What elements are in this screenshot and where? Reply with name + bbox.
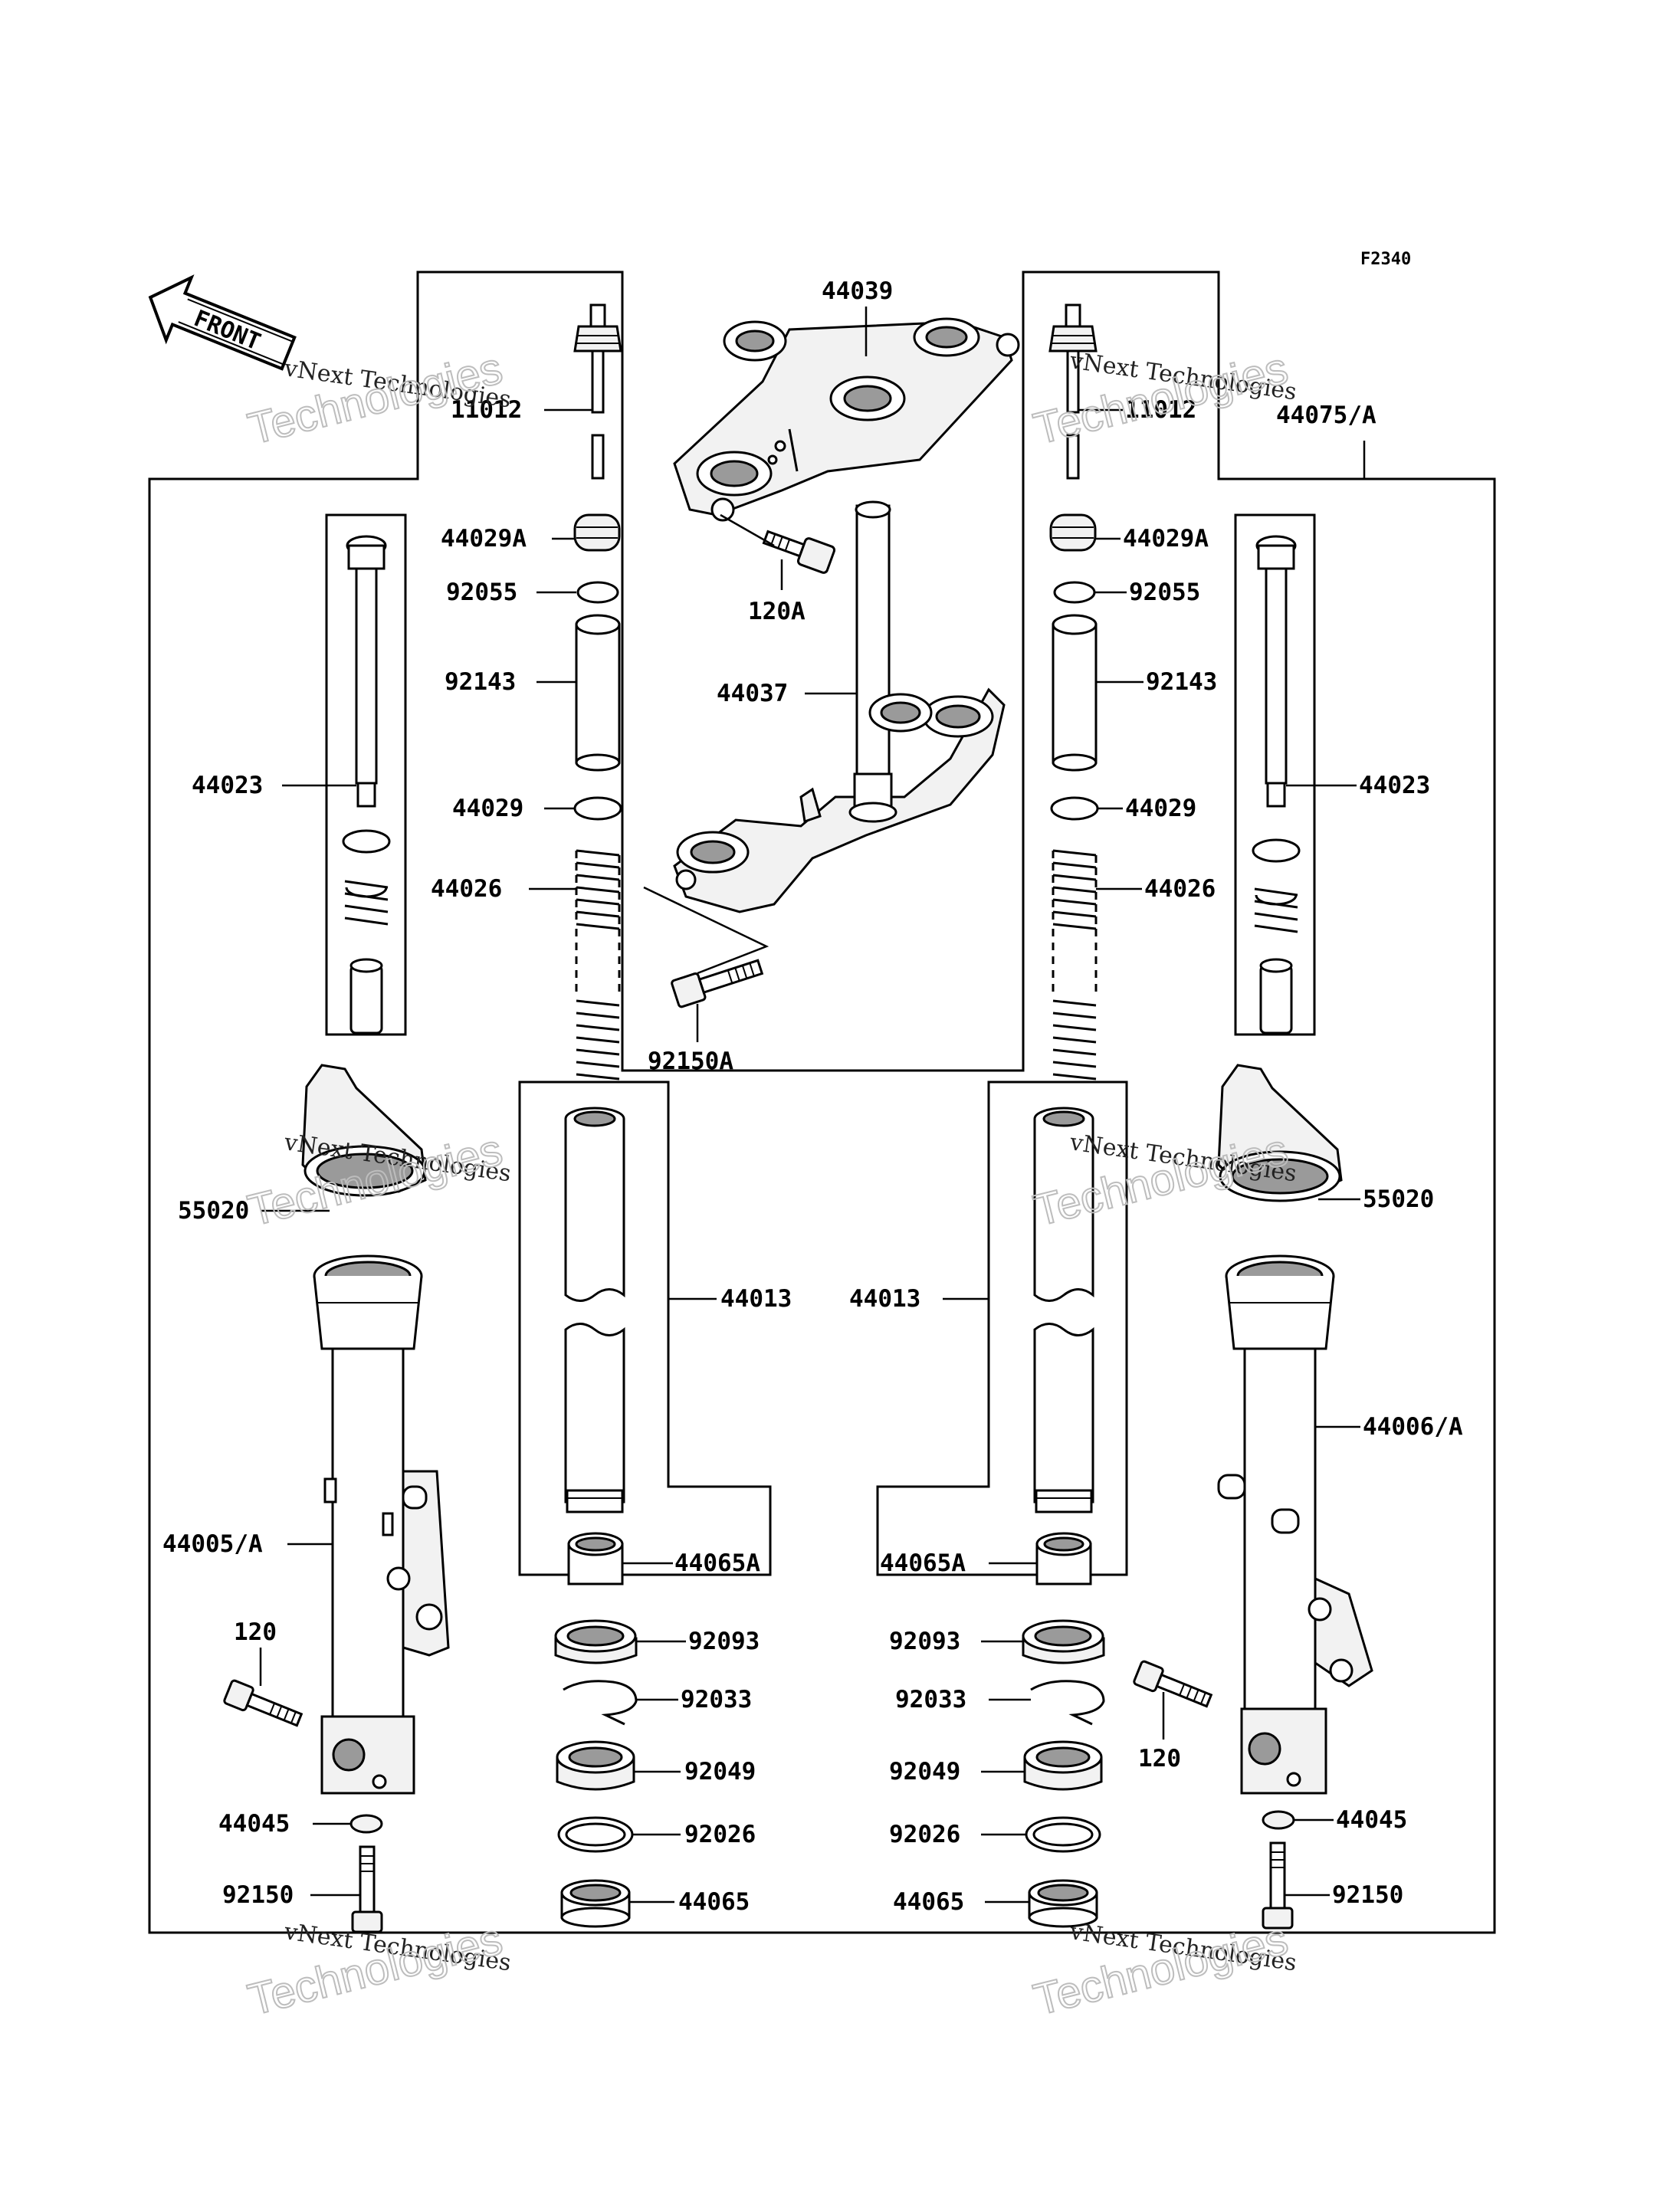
right-snap-ring-icon [1030, 1680, 1105, 1726]
label-left-92143: 92143 [445, 668, 516, 696]
right-bushing-icon [1028, 1879, 1098, 1928]
right-cylinder-icon [1252, 535, 1301, 1035]
label-right-120: 120 [1138, 1745, 1181, 1772]
left-guard-icon [301, 1064, 427, 1197]
right-top-plug-icon [1048, 303, 1098, 480]
label-left-44026: 44026 [431, 875, 502, 903]
label-left-92055: 92055 [446, 579, 517, 606]
label-right-44023: 44023 [1359, 772, 1430, 799]
label-right-44006a: 44006/A [1363, 1413, 1463, 1441]
label-left-44045: 44045 [218, 1810, 290, 1838]
label-left-120: 120 [234, 1618, 277, 1646]
label-left-44013: 44013 [720, 1285, 792, 1313]
label-44075a: 44075/A [1276, 402, 1376, 429]
leader-120a-b [720, 513, 775, 547]
label-left-92093: 92093 [688, 1628, 760, 1655]
right-oil-seal-icon [1023, 1740, 1103, 1791]
left-outer-tube-icon [313, 1254, 450, 1795]
front-arrow-icon: FRONT [148, 274, 297, 371]
label-left-11012: 11012 [451, 396, 522, 424]
frame-outlines [148, 271, 1496, 1934]
left-socket-bolt-icon [351, 1845, 383, 1933]
label-right-44065a: 44065A [880, 1549, 966, 1577]
label-right-44029a: 44029A [1123, 525, 1209, 553]
label-right-92033: 92033 [895, 1686, 966, 1713]
label-left-55020: 55020 [178, 1197, 249, 1225]
label-right-92049: 92049 [889, 1758, 960, 1785]
left-gasket-icon [349, 1814, 383, 1834]
label-right-44045: 44045 [1336, 1806, 1407, 1834]
label-left-44029: 44029 [452, 795, 523, 822]
left-top-plug-icon [573, 303, 622, 480]
label-right-44026: 44026 [1144, 875, 1216, 903]
bolt-92150a-icon [671, 959, 764, 1008]
label-left-92026: 92026 [684, 1821, 756, 1848]
right-spring-icon [1052, 849, 1098, 1080]
label-left-44029a: 44029A [441, 525, 527, 553]
left-oil-seal-icon [556, 1740, 635, 1791]
label-right-55020: 55020 [1363, 1185, 1434, 1213]
label-left-92049: 92049 [684, 1758, 756, 1785]
right-o-ring-icon [1053, 581, 1096, 604]
label-right-44029: 44029 [1125, 795, 1196, 822]
label-44037: 44037 [717, 680, 788, 707]
label-right-92143: 92143 [1146, 668, 1217, 696]
label-left-92033: 92033 [681, 1686, 752, 1713]
label-right-92055: 92055 [1129, 579, 1200, 606]
label-left-44005a: 44005/A [162, 1530, 263, 1558]
left-spring-icon [575, 849, 621, 1080]
right-washer-b-icon [1025, 1816, 1101, 1853]
right-outer-tube-icon [1217, 1254, 1373, 1795]
right-guard-icon [1217, 1064, 1343, 1202]
bolt-120a-icon [762, 530, 836, 574]
right-socket-bolt-icon [1262, 1841, 1294, 1930]
left-o-ring-icon [576, 581, 619, 604]
label-left-44065: 44065 [678, 1888, 750, 1916]
right-bolt-120-icon [1133, 1660, 1213, 1708]
right-bushing-a-icon [1035, 1532, 1092, 1585]
right-spacer-icon [1052, 614, 1098, 772]
right-inner-tube-icon [1033, 1107, 1094, 1513]
right-gasket-icon [1262, 1810, 1295, 1830]
left-spacer-icon [575, 614, 621, 772]
steering-stem-icon [673, 500, 1006, 913]
label-right-92093: 92093 [889, 1628, 960, 1655]
left-bushing-icon [560, 1879, 631, 1928]
leader-stem-bolt [643, 886, 769, 975]
part-labels: 44039 120A 44037 92150A 44075/A 11012 44… [162, 277, 1463, 1916]
left-cap-icon [573, 513, 621, 552]
label-right-44013: 44013 [849, 1285, 920, 1313]
label-left-92150: 92150 [222, 1881, 294, 1909]
left-dust-seal-icon [554, 1619, 638, 1664]
label-right-44065: 44065 [893, 1888, 964, 1916]
label-right-92026: 92026 [889, 1821, 960, 1848]
right-dust-seal-icon [1022, 1619, 1105, 1664]
label-right-92150: 92150 [1332, 1881, 1403, 1909]
left-snap-ring-icon [563, 1680, 638, 1726]
label-44039: 44039 [822, 277, 893, 305]
figure-code: F2340 [1360, 250, 1411, 269]
left-bolt-120-icon [223, 1679, 304, 1727]
left-washer-b-icon [557, 1816, 634, 1853]
steering-stem-head-icon [673, 317, 1020, 522]
left-inner-tube-icon [564, 1107, 625, 1513]
right-washer-icon [1050, 796, 1099, 821]
left-washer-icon [573, 796, 622, 821]
label-92150a: 92150A [648, 1048, 733, 1075]
label-120a: 120A [748, 598, 806, 625]
right-cap-icon [1049, 513, 1097, 552]
left-bushing-a-icon [567, 1532, 624, 1585]
label-right-11012: 11012 [1125, 396, 1196, 424]
label-left-44065a: 44065A [674, 1549, 760, 1577]
label-left-44023: 44023 [192, 772, 263, 799]
left-cylinder-icon [342, 535, 391, 1035]
